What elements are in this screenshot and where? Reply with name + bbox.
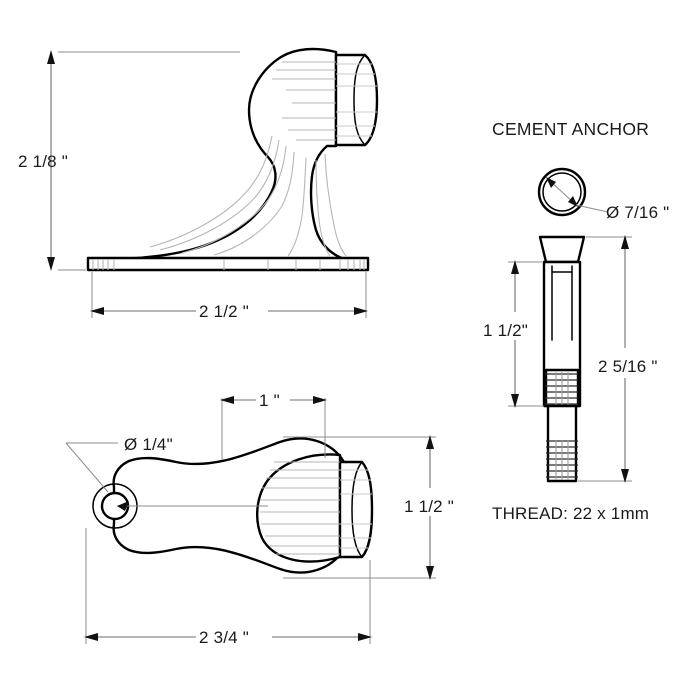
plan-view <box>92 437 374 574</box>
side-base-ticks <box>92 259 365 270</box>
side-width-dimension: 2 1/2 " <box>90 272 368 321</box>
anchor-diameter-leader <box>575 204 609 213</box>
plan-knob-arc <box>256 453 341 563</box>
anchor-sleeve-length-label: 1 1/2" <box>483 321 528 340</box>
cement-anchor-heading: CEMENT ANCHOR <box>492 119 649 139</box>
anchor-overall-length-dimension: 2 5/16 " <box>578 235 658 483</box>
side-body-outline <box>110 47 346 261</box>
anchor-sleeve-length-dimension: 1 1/2" <box>483 260 544 408</box>
anchor-thread-note: THREAD: 22 x 1mm <box>492 504 649 523</box>
plan-rubber-tip <box>338 460 374 559</box>
side-rubber-tip <box>334 53 379 147</box>
side-tip-shading <box>336 63 377 137</box>
anchor-diameter-label: Ø 7/16 " <box>606 203 669 222</box>
anchor-head <box>538 235 586 264</box>
anchor-end-inner-circle <box>542 172 582 212</box>
cement-anchor-view: CEMENT ANCHOR Ø 7/16 " <box>492 119 669 523</box>
plan-knob-shading <box>260 461 340 555</box>
side-base-plate <box>86 256 370 272</box>
side-height-dimension: 2 1/8 " <box>18 50 240 271</box>
anchor-thread-lower-lines <box>546 440 578 480</box>
side-width-label: 2 1/2 " <box>199 302 249 321</box>
plan-length-label: 2 3/4 " <box>199 628 249 647</box>
side-elevation-view <box>86 47 379 272</box>
side-knob-contour <box>248 48 337 158</box>
plan-tip-shading <box>340 469 372 549</box>
plan-body-width-label: 1 1/2 " <box>404 497 454 516</box>
plan-hole-arrow <box>117 501 129 511</box>
plan-knob-width-label: 1 " <box>259 391 280 410</box>
side-height-label: 2 1/8 " <box>18 152 68 171</box>
anchor-overall-length-label: 2 5/16 " <box>598 357 658 376</box>
side-pedestal-shading <box>149 135 347 257</box>
plan-length-dimension: 2 3/4 " <box>84 528 372 647</box>
plan-hole-callout: Ø 1/4" <box>65 435 173 493</box>
plan-body-width-dimension: 1 1/2 " <box>283 435 454 580</box>
side-knob-shading <box>272 61 336 141</box>
anchor-thread-upper-lines <box>545 372 578 406</box>
side-tip-seam <box>353 54 366 146</box>
plan-hole-label: Ø 1/4" <box>124 435 173 454</box>
plan-knob-width-dimension: 1 " <box>220 391 327 460</box>
